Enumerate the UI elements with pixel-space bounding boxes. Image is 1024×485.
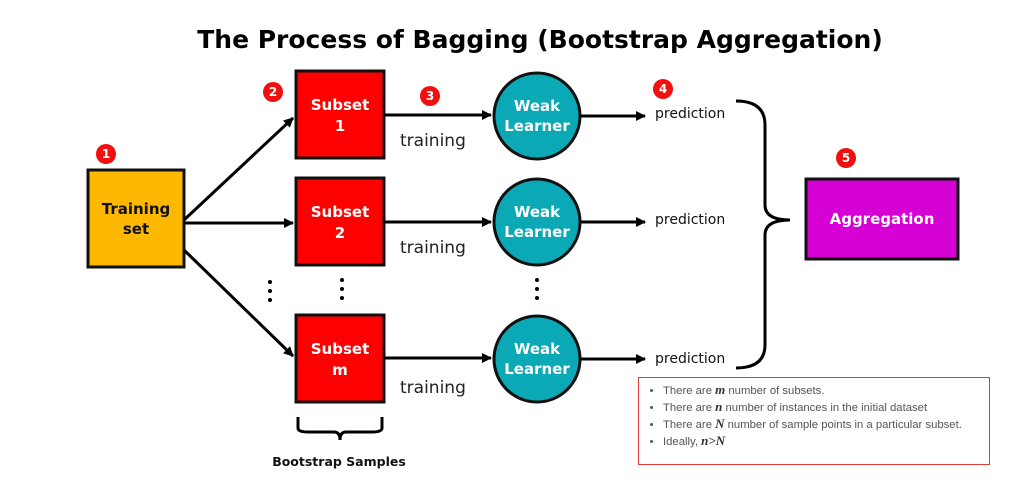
step-badge-2: 2 [263, 82, 283, 102]
svg-text:Weak: Weak [514, 203, 561, 221]
step-badge-3: 3 [420, 86, 440, 106]
step-badge-4: 4 [653, 79, 673, 99]
prediction-label-m: prediction [655, 351, 725, 367]
diagram-title: The Process of Bagging (Bootstrap Aggreg… [197, 25, 883, 54]
prediction-arrows [580, 111, 646, 364]
note-item: There are m number of subsets. [663, 382, 981, 399]
svg-text:set: set [123, 220, 149, 238]
training-label-1: training [400, 131, 466, 151]
svg-text:1: 1 [335, 117, 345, 135]
svg-text:Learner: Learner [504, 360, 570, 378]
training-arrows [384, 110, 492, 363]
svg-text:1: 1 [102, 147, 110, 161]
bootstrap-brace [296, 417, 384, 441]
svg-text:5: 5 [842, 151, 850, 165]
subset-1: Subset 1 [294, 69, 386, 160]
svg-text:Weak: Weak [514, 97, 561, 115]
svg-text:Learner: Learner [504, 223, 570, 241]
aggregation-box: Aggregation [804, 177, 960, 261]
note-item: There are n number of instances in the i… [663, 399, 981, 416]
svg-text:Subset: Subset [311, 96, 370, 114]
svg-text:Weak: Weak [514, 340, 561, 358]
svg-text:4: 4 [659, 82, 667, 96]
svg-text:2: 2 [335, 224, 345, 242]
subset-2: Subset 2 [294, 176, 386, 267]
weak-learner-2: Weak Learner [492, 177, 582, 267]
prediction-label-1: prediction [655, 106, 725, 122]
step-badge-1: 1 [96, 144, 116, 164]
aggregation-brace [735, 99, 791, 370]
subset-m: Subset m [294, 313, 386, 404]
ellipsis-dots [268, 278, 539, 302]
prediction-label-2: prediction [655, 212, 725, 228]
weak-learner-1: Weak Learner [492, 71, 582, 161]
weak-learner-m: Weak Learner [492, 314, 582, 404]
bootstrap-samples-label: Bootstrap Samples [272, 454, 406, 469]
step-badge-5: 5 [836, 148, 856, 168]
svg-text:2: 2 [269, 85, 277, 99]
svg-text:Subset: Subset [311, 340, 370, 358]
svg-text:Learner: Learner [504, 117, 570, 135]
svg-text:3: 3 [426, 89, 434, 103]
training-label-2: training [400, 238, 466, 258]
note-item: Ideally, n>N [663, 433, 981, 450]
training-set-box: Training set [86, 168, 186, 269]
training-label-m: training [400, 378, 466, 398]
svg-text:Aggregation: Aggregation [830, 210, 935, 228]
note-item: There are N number of sample points in a… [663, 416, 981, 433]
split-arrows [182, 116, 295, 358]
notes-box: There are m number of subsets. There are… [638, 377, 990, 465]
svg-text:Training: Training [102, 200, 170, 218]
svg-text:Subset: Subset [311, 203, 370, 221]
svg-text:m: m [332, 361, 348, 379]
